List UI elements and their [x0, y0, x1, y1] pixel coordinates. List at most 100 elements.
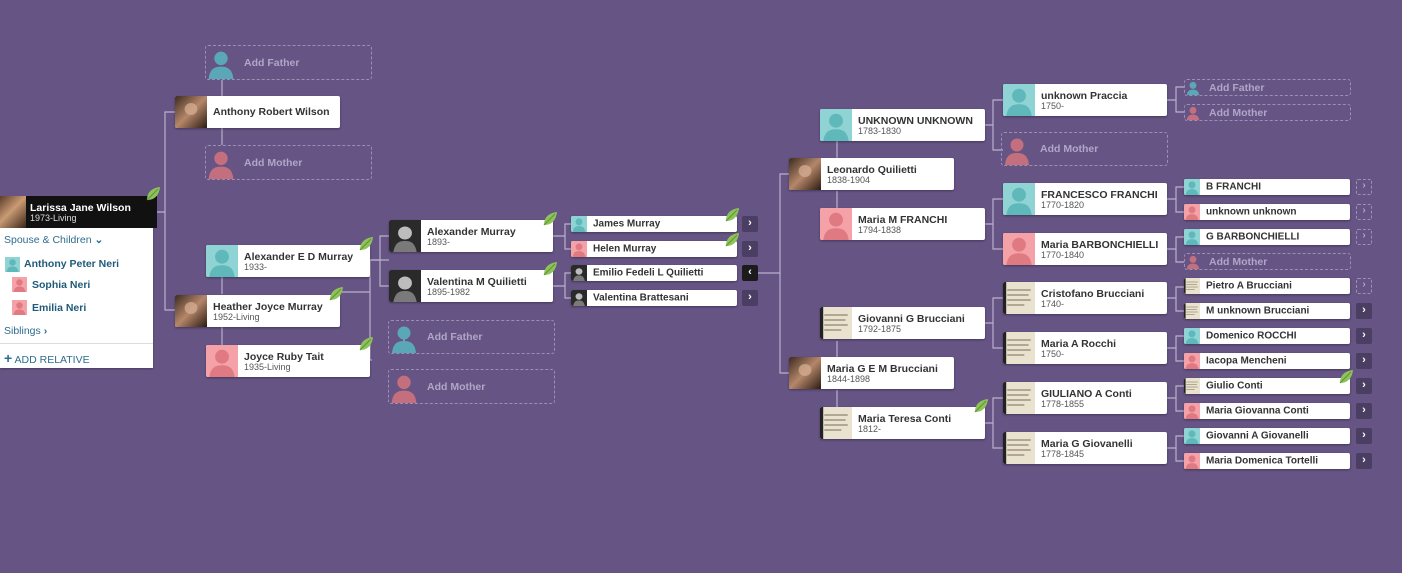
focus-name: Larissa Jane Wilson	[30, 202, 131, 214]
person-name: Maria Giovanna Conti	[1206, 405, 1309, 417]
leaf-hint-icon[interactable]	[542, 261, 558, 277]
expand-arrow-icon[interactable]: ›	[1356, 303, 1372, 319]
person-card-valentina-brattesani[interactable]: Valentina Brattesani	[571, 290, 737, 306]
child-item-sophia[interactable]: Sophia Neri	[32, 279, 91, 291]
person-card-giovanni-a-giovanelli[interactable]: Giovanni A Giovanelli	[1184, 428, 1350, 444]
female-placeholder-icon	[1002, 133, 1032, 165]
expand-arrow-icon[interactable]: ›	[742, 241, 758, 257]
add-relative-button[interactable]: + ADD RELATIVE	[4, 350, 90, 366]
person-card-maria-giovanna-conti[interactable]: Maria Giovanna Conti	[1184, 403, 1350, 419]
person-card-giulio-conti[interactable]: Giulio Conti	[1184, 378, 1350, 394]
person-card-b-franchi[interactable]: B FRANCHI	[1184, 179, 1350, 195]
leaf-hint-icon[interactable]	[724, 232, 740, 248]
leaf-hint-icon[interactable]	[358, 236, 374, 252]
person-card-emilio-fedeli-l-quilietti[interactable]: Emilio Fedeli L Quilietti	[571, 265, 737, 281]
add-mother-button[interactable]: Add Mother	[1001, 132, 1168, 166]
person-photo	[820, 307, 852, 339]
expand-arrow-icon[interactable]: ›	[1356, 378, 1372, 394]
person-name: Domenico ROCCHI	[1206, 330, 1297, 342]
expand-arrow-icon[interactable]: ›	[1356, 453, 1372, 469]
expand-arrow-icon[interactable]: ›	[1356, 403, 1372, 419]
expand-arrow-icon[interactable]: ›	[1356, 428, 1372, 444]
person-name: Maria A Rocchi	[1041, 338, 1117, 350]
person-name: James Murray	[593, 218, 661, 230]
person-card-domenico-rocchi[interactable]: Domenico ROCCHI	[1184, 328, 1350, 344]
person-card-m-unknown-brucciani[interactable]: M unknown Brucciani	[1184, 303, 1350, 319]
expand-arrow-icon[interactable]: ›	[1356, 179, 1372, 195]
connector-line	[985, 198, 1003, 225]
expand-arrow-icon[interactable]: ›	[1356, 204, 1372, 220]
person-dates: 1783-1830	[858, 126, 902, 136]
expand-arrow-icon[interactable]: ›	[1356, 353, 1372, 369]
person-card-anthony-robert-wilson[interactable]: Anthony Robert Wilson	[175, 96, 340, 128]
person-name: Alexander E D Murray	[244, 251, 354, 263]
person-dates: 1770-1820	[1041, 200, 1085, 210]
add-relative-label: ADD RELATIVE	[14, 354, 90, 366]
add-mother-button[interactable]: Add Mother	[388, 369, 555, 404]
connector-line	[1175, 298, 1184, 312]
siblings-toggle[interactable]: Siblings ›	[4, 325, 47, 337]
connector-line	[779, 273, 789, 374]
leaf-hint-icon[interactable]	[724, 207, 740, 223]
focus-person-card[interactable]: Larissa Jane Wilson 1973-Living	[0, 196, 157, 228]
expand-arrow-icon[interactable]: ›	[1356, 278, 1372, 294]
leaf-hint-icon[interactable]	[145, 186, 161, 202]
leaf-hint-icon[interactable]	[1338, 369, 1354, 385]
person-photo	[0, 196, 26, 228]
person-photo	[789, 357, 821, 389]
connector-line	[564, 236, 571, 250]
add-mother-button[interactable]: Add Mother	[1184, 104, 1351, 121]
add-mother-label: Add Mother	[1209, 255, 1268, 268]
leaf-hint-icon[interactable]	[542, 211, 558, 227]
expand-arrow-icon[interactable]: ›	[742, 216, 758, 232]
person-name: Giovanni G Brucciani	[858, 313, 965, 325]
add-father-button[interactable]: Add Father	[388, 320, 555, 354]
spouse-children-toggle[interactable]: Spouse & Children ⌄	[4, 234, 103, 246]
person-card-g-barbonchielli[interactable]: G BARBONCHIELLI	[1184, 229, 1350, 245]
connector-line	[553, 272, 571, 287]
add-mother-button[interactable]: Add Mother	[205, 145, 372, 180]
person-card-unknown-unknown-2[interactable]: unknown unknown	[1184, 204, 1350, 220]
person-name: Valentina M Quilietti	[427, 276, 527, 288]
connector-line	[553, 223, 571, 237]
leaf-hint-icon[interactable]	[973, 398, 989, 414]
person-card-maria-domenica-tortelli[interactable]: Maria Domenica Tortelli	[1184, 453, 1350, 469]
leaf-hint-icon[interactable]	[358, 336, 374, 352]
add-father-button[interactable]: Add Father	[1184, 79, 1351, 96]
add-mother-button[interactable]: Add Mother	[1184, 253, 1351, 270]
add-father-button[interactable]: Add Father	[205, 45, 372, 80]
expand-arrow-icon[interactable]: ›	[1356, 229, 1372, 245]
person-card-iacopa-mencheni[interactable]: Iacopa Mencheni	[1184, 353, 1350, 369]
person-card-helen-murray[interactable]: Helen Murray	[571, 241, 737, 257]
person-name: unknown Praccia	[1041, 90, 1128, 102]
person-card-james-murray[interactable]: James Murray	[571, 216, 737, 232]
leaf-hint-icon[interactable]	[328, 286, 344, 302]
expand-arrow-icon[interactable]: ›	[1356, 328, 1372, 344]
child-item-anthony[interactable]: Anthony Peter Neri	[24, 258, 120, 270]
collapse-arrow-icon[interactable]: ‹	[742, 265, 758, 281]
male-avatar-icon	[206, 245, 238, 277]
child-item-emilia[interactable]: Emilia Neri	[32, 302, 87, 314]
expand-arrow-icon[interactable]: ›	[742, 290, 758, 306]
person-card-pietro-a-brucciani[interactable]: Pietro A Brucciani	[1184, 278, 1350, 294]
connector-line	[1167, 86, 1184, 101]
